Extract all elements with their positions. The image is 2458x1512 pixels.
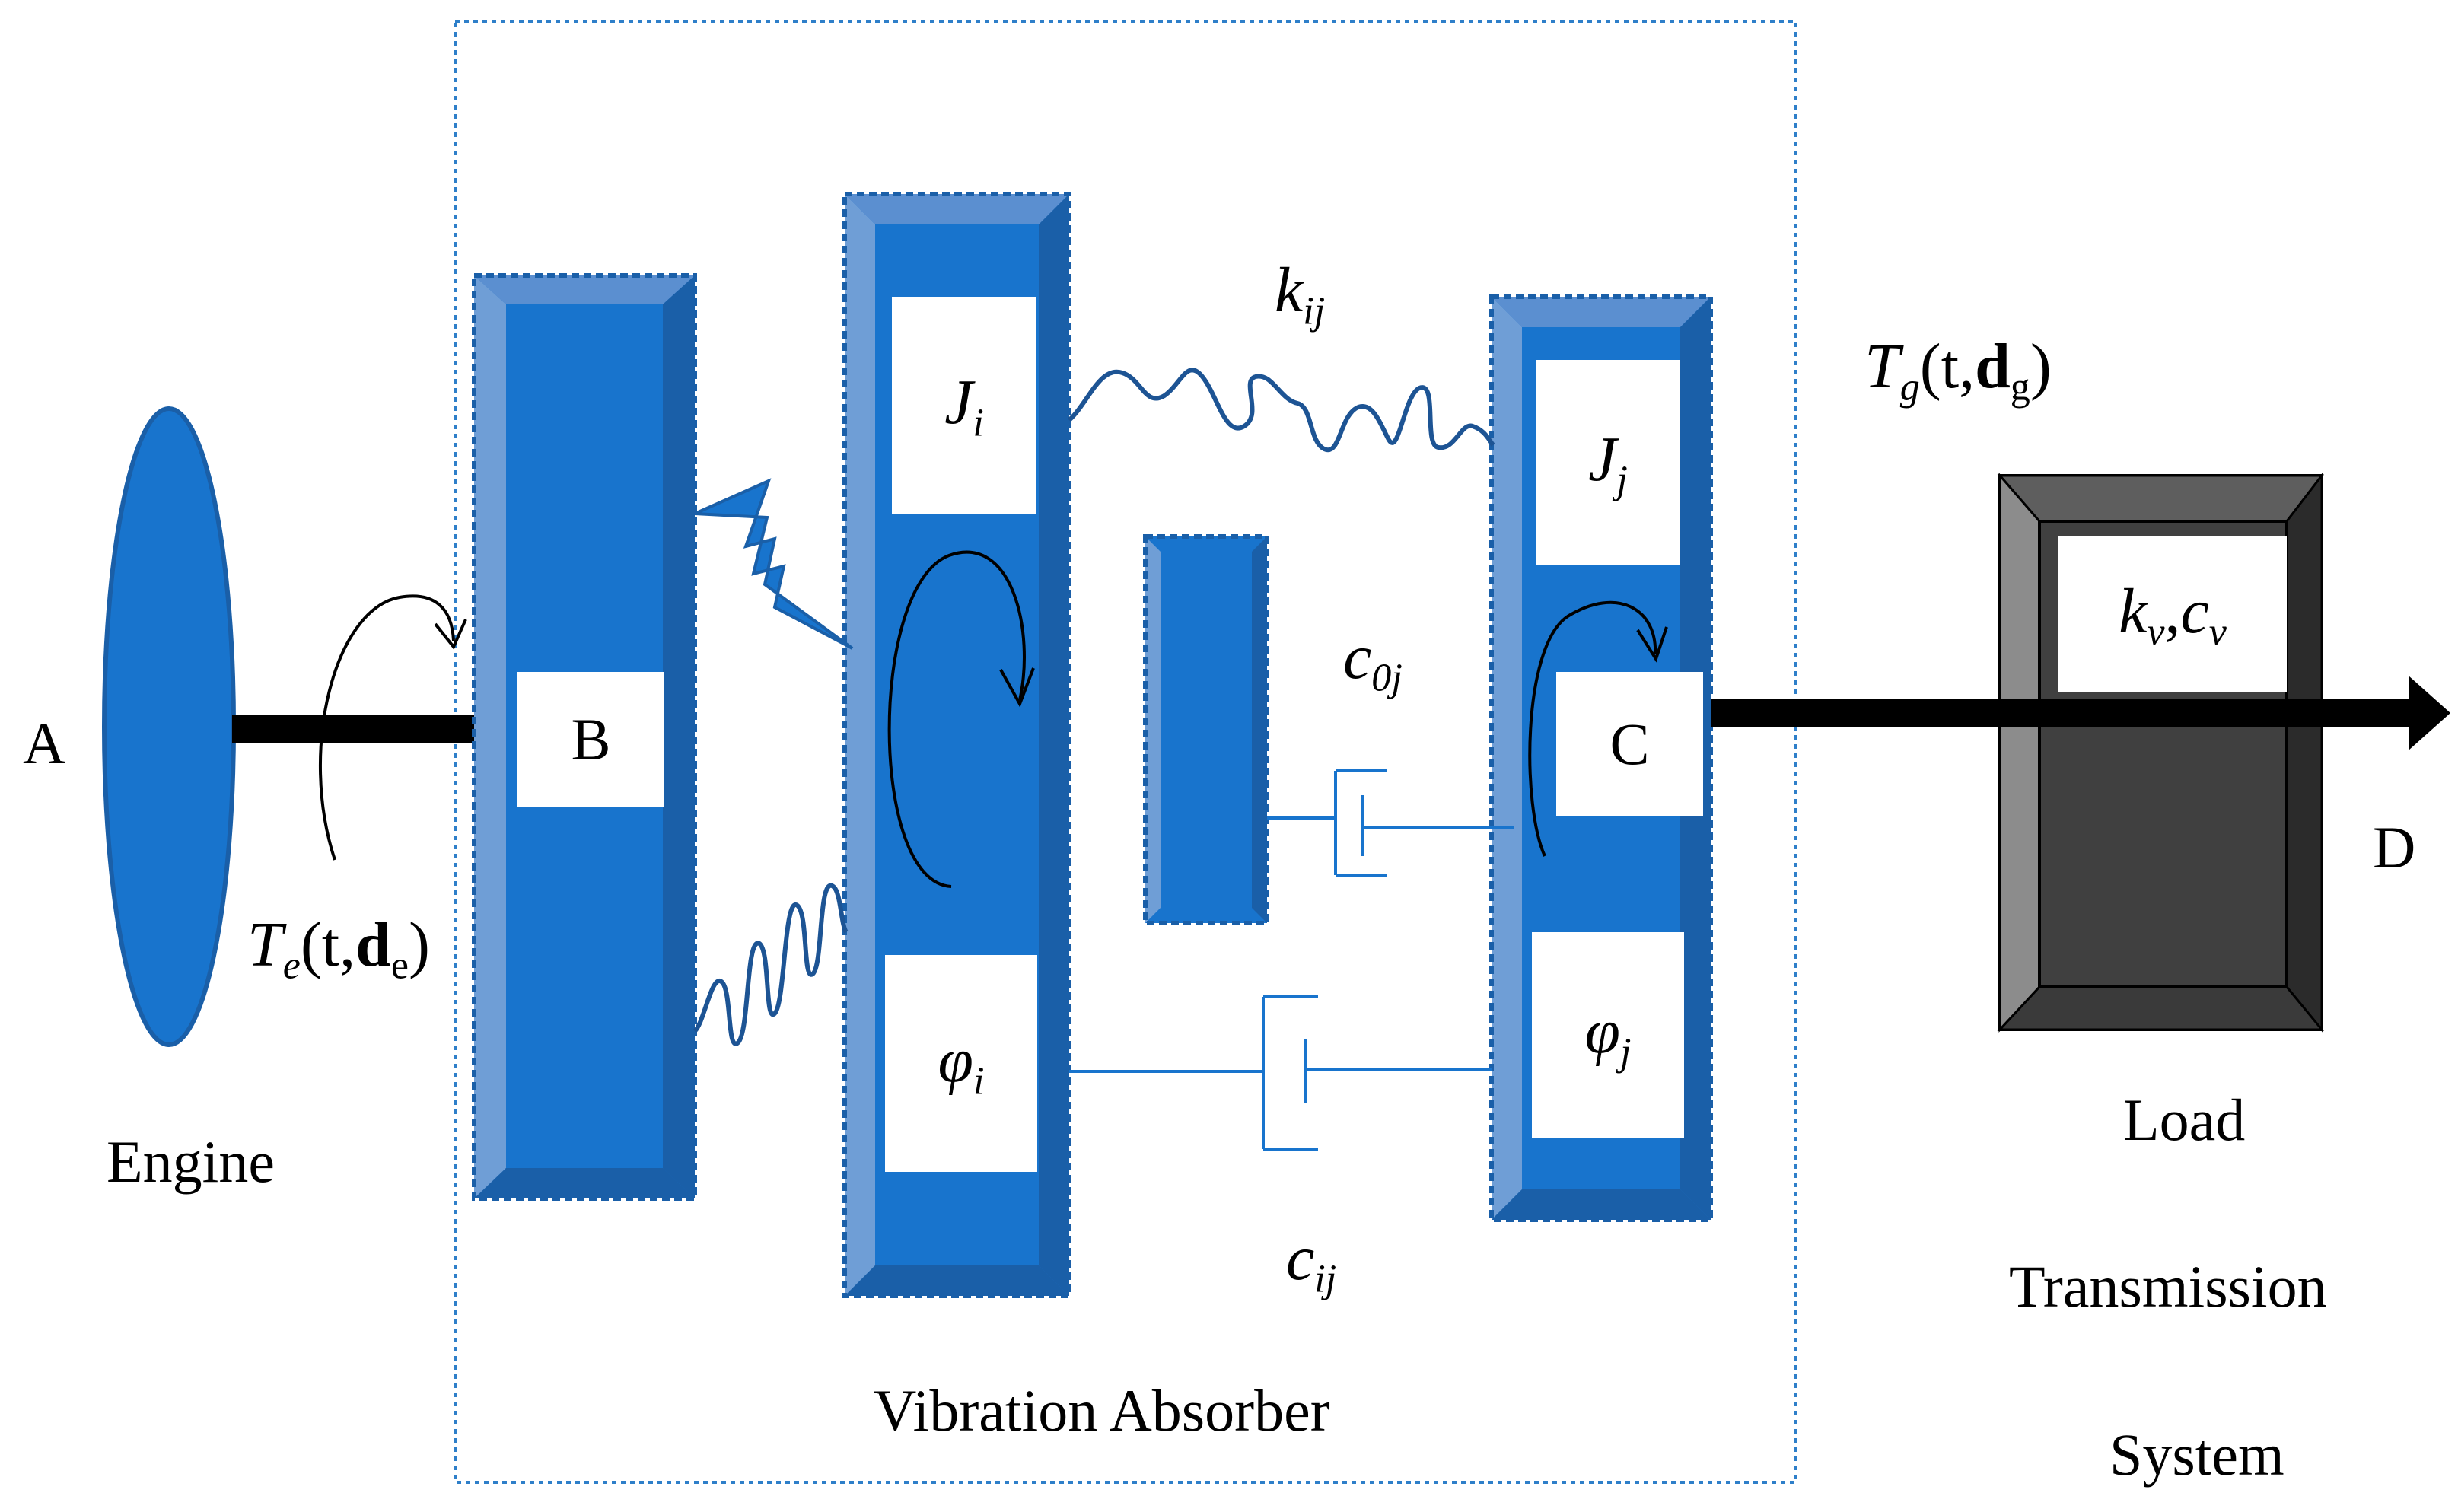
spring-k-ij-label: kij — [1275, 255, 1326, 333]
label-box-phi-i: φi — [885, 955, 1037, 1172]
label-box-c: C — [1556, 672, 1703, 816]
lightning-bolt-icon — [694, 478, 854, 650]
label-box-b: B — [517, 672, 664, 807]
point-a-label: A — [23, 710, 66, 776]
engine-disc — [102, 406, 236, 1047]
damper-c-ij-label: cij — [1286, 1223, 1337, 1301]
flywheel-j-rotation-arrow — [1528, 600, 1657, 857]
vibration-absorber-label: Vibration Absorber — [874, 1377, 1330, 1444]
angle-phi-i-label: φi — [938, 1024, 985, 1103]
vibration-absorber-frame — [454, 20, 1797, 1484]
engine-torque-label: Te(t,de) — [247, 909, 430, 988]
spring-b-i — [693, 883, 849, 1046]
point-c-label: C — [1609, 711, 1650, 777]
transmission-label: Transmission — [2009, 1253, 2327, 1319]
flywheel-i-rotation-arrow — [887, 550, 1026, 888]
angle-phi-j-label: φj — [1584, 996, 1632, 1074]
system-label: System — [2109, 1421, 2284, 1488]
point-d-label: D — [2373, 814, 2416, 880]
kv-cv-label: kv,cv — [2119, 575, 2227, 654]
label-box-phi-j: φj — [1532, 932, 1684, 1138]
load-label: Load — [2123, 1087, 2246, 1153]
damper-c-ij — [1069, 995, 1492, 1151]
damper-c-0j-label: c0j — [1343, 622, 1403, 700]
damper-c-0j — [1267, 769, 1514, 877]
input-shaft — [232, 715, 474, 743]
label-box-j-j: Jj — [1536, 360, 1680, 565]
engine-label: Engine — [107, 1128, 275, 1195]
point-b-label: B — [571, 706, 611, 772]
label-box-kv-cv: kv,cv — [2058, 536, 2287, 692]
inertia-j-i-label: Ji — [944, 366, 984, 445]
spring-k-ij — [1067, 368, 1495, 453]
inertia-j-j-label: Jj — [1588, 424, 1628, 502]
label-box-j-i: Ji — [892, 297, 1036, 514]
intermediate-block — [1143, 534, 1269, 925]
load-torque-label: Tg(t,dg) — [1864, 331, 2052, 409]
output-arrowhead — [2409, 676, 2450, 750]
output-shaft — [1711, 699, 2418, 727]
engine-rotation-arrow — [318, 594, 455, 861]
